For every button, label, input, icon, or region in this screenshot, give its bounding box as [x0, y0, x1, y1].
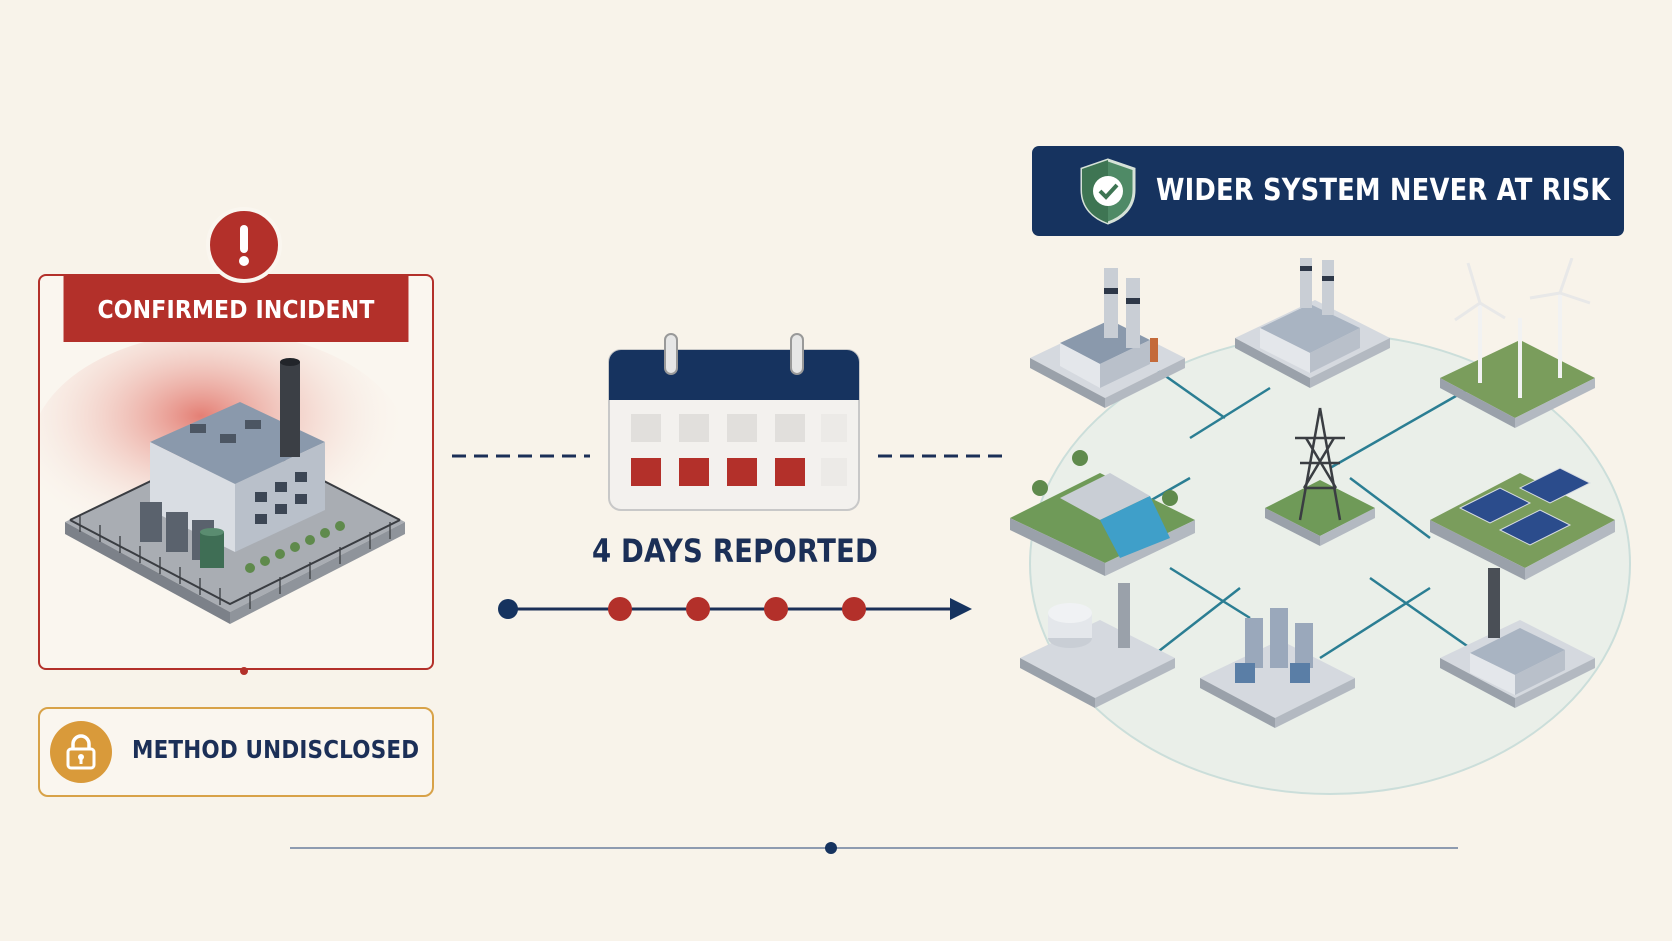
method-box: METHOD UNDISCLOSED [38, 707, 434, 797]
storage-facility-icon [1020, 583, 1175, 708]
connector-dot [240, 667, 248, 675]
facility-illustration [40, 342, 410, 624]
bottom-divider [290, 842, 1458, 854]
method-label: METHOD UNDISCLOSED [132, 735, 420, 764]
shield-check-icon [1080, 158, 1136, 225]
dashed-connector [452, 454, 1005, 458]
hydro-dam-icon [1010, 450, 1195, 576]
calendar-icon [608, 333, 860, 511]
wider-system-label: WIDER SYSTEM NEVER AT RISK [1156, 173, 1611, 208]
power-grid-network [1010, 258, 1631, 795]
alert-icon [206, 207, 282, 283]
wind-turbines-icon [1440, 258, 1595, 428]
transmission-tower-icon [1265, 407, 1375, 546]
padlock-icon [50, 721, 112, 783]
wider-system-banner: WIDER SYSTEM NEVER AT RISK [1032, 146, 1624, 236]
incident-card: CONFIRMED INCIDENT [38, 274, 434, 670]
incident-title: CONFIRMED INCIDENT [63, 276, 409, 342]
industrial-plant-icon [1440, 568, 1595, 708]
processing-plant-icon [1200, 608, 1355, 728]
power-plant-icon [1030, 268, 1185, 408]
factory-icon [1235, 258, 1390, 388]
days-reported-label: 4 DAYS REPORTED [591, 532, 879, 570]
timeline-arrow [498, 597, 972, 621]
solar-farm-icon [1430, 467, 1615, 580]
